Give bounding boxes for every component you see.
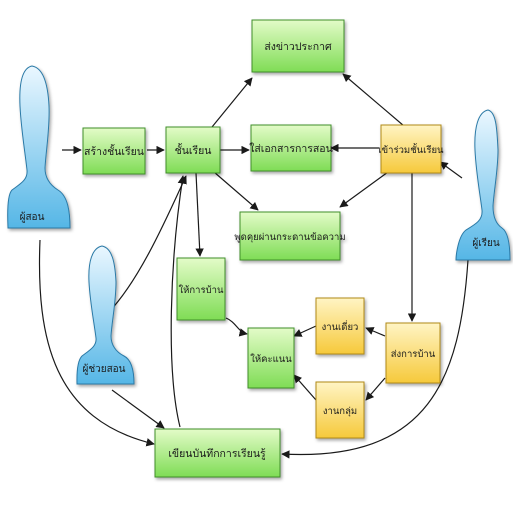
- grading-label: ให้คะแนน: [250, 353, 292, 365]
- submit-homework-label: ส่งการบ้าน: [391, 349, 436, 360]
- discussion-board-label: พูดคุยผ่านกระดานข้อความ: [234, 232, 345, 243]
- node-classroom: ชั้นเรียน: [165, 126, 221, 174]
- edge-assistant-journal: [111, 389, 165, 429]
- actor-student: ผู้เรียน: [455, 109, 511, 261]
- edge-journal-classroom: [170, 175, 186, 428]
- assistant-label: ผู้ช่วยสอน: [82, 363, 125, 375]
- student-label: ผู้เรียน: [472, 237, 500, 249]
- upload-documents-label: ใส่เอกสารการสอน: [249, 142, 333, 155]
- announcement-label: ส่งข่าวประกาศ: [264, 41, 332, 53]
- edge-join-discussion: [339, 171, 389, 208]
- edge-classroom-homework: [195, 172, 204, 257]
- edge-group-grading: [293, 374, 317, 401]
- edge-teacher-journal: [38, 239, 155, 447]
- create-class-label: สร้างชั้นเรียน: [84, 144, 144, 158]
- edge-homework-grading: [225, 317, 248, 337]
- node-individual-work: งานเดี่ยว: [315, 297, 365, 355]
- edge-student-join: [439, 161, 463, 179]
- edge-submit-individual: [365, 327, 386, 337]
- edge-individual-grading: [293, 325, 317, 337]
- edge-classroom-discussion: [213, 171, 259, 211]
- student-silhouette: [455, 109, 511, 261]
- node-learning-journal: เขียนบันทึกการเรียนรู้: [154, 428, 281, 478]
- node-create-class: สร้างชั้นเรียน: [82, 127, 146, 175]
- node-submit-homework: ส่งการบ้าน: [385, 322, 441, 384]
- edge-classroom-announcement: [211, 77, 253, 128]
- connectors: [38, 73, 469, 459]
- node-assign-homework: ให้การบ้าน: [176, 257, 226, 321]
- node-discussion-board: พูดคุยผ่านกระดานข้อความ: [234, 211, 346, 261]
- edge-submit-group: [365, 377, 386, 401]
- node-group-work: งานกลุ่ม: [315, 381, 365, 439]
- node-announcement: ส่งข่าวประกาศ: [251, 19, 345, 73]
- node-join-class: เข้าร่วมชั้นเรียน: [378, 124, 444, 174]
- join-class-label: เข้าร่วมชั้นเรียน: [378, 143, 444, 156]
- actor-teacher: ผู้สอน: [7, 65, 71, 229]
- actor-assistant: ผู้ช่วยสอน: [76, 245, 135, 385]
- edge-assistant-classroom: [107, 175, 187, 314]
- classroom-label: ชั้นเรียน: [175, 143, 212, 157]
- learning-journal-label: เขียนบันทึกการเรียนรู้: [168, 447, 266, 460]
- individual-work-label: งานเดี่ยว: [322, 320, 359, 333]
- node-grading: ให้คะแนน: [247, 327, 295, 389]
- teacher-silhouette: [7, 65, 71, 229]
- edge-join-announcement: [342, 73, 405, 127]
- node-upload-documents: ใส่เอกสารการสอน: [249, 124, 333, 172]
- teacher-label: ผู้สอน: [20, 211, 45, 223]
- assign-homework-label: ให้การบ้าน: [179, 284, 224, 296]
- group-work-label: งานกลุ่ม: [323, 406, 357, 417]
- assistant-silhouette: [76, 245, 135, 385]
- edge-student-journal: [281, 259, 469, 459]
